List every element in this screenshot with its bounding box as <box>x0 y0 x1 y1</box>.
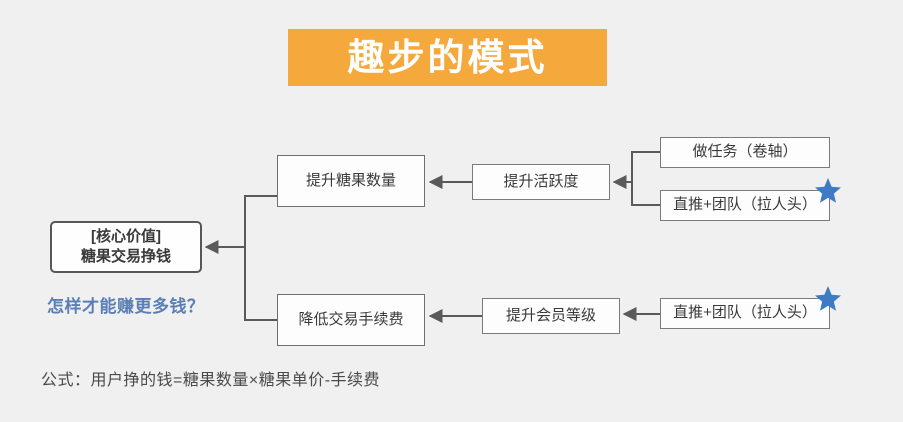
node-transaction-fee[interactable]: 降低交易手续费 <box>277 294 425 346</box>
edge-teamtop-to-activity <box>631 182 660 206</box>
edge-candy-to-core <box>244 195 277 247</box>
edge-fee-to-core <box>244 247 277 321</box>
node-candy-amount[interactable]: 提升糖果数量 <box>277 155 425 207</box>
node-team-top[interactable]: 直推+团队（拉人头） <box>660 190 830 221</box>
title-banner: 趣步的模式 <box>288 29 607 86</box>
node-core-value-line2: 糖果交易挣钱 <box>80 248 171 265</box>
formula-annotation: 公式：用户挣的钱=糖果数量×糖果单价-手续费 <box>41 372 381 389</box>
node-team-bottom[interactable]: 直推+团队（拉人头） <box>660 298 830 329</box>
page-title: 趣步的模式 <box>347 37 548 78</box>
node-core-value-line1: [核心价值] <box>91 227 161 245</box>
node-activity[interactable]: 提升活跃度 <box>472 164 610 200</box>
question-annotation: 怎样才能赚更多钱？ <box>47 297 205 316</box>
edge-task-to-activity <box>631 151 660 182</box>
node-member-level[interactable]: 提升会员等级 <box>482 298 620 334</box>
node-core-value[interactable]: [核心价值] 糖果交易挣钱 <box>50 221 202 273</box>
node-task[interactable]: 做任务（卷轴） <box>660 137 830 168</box>
